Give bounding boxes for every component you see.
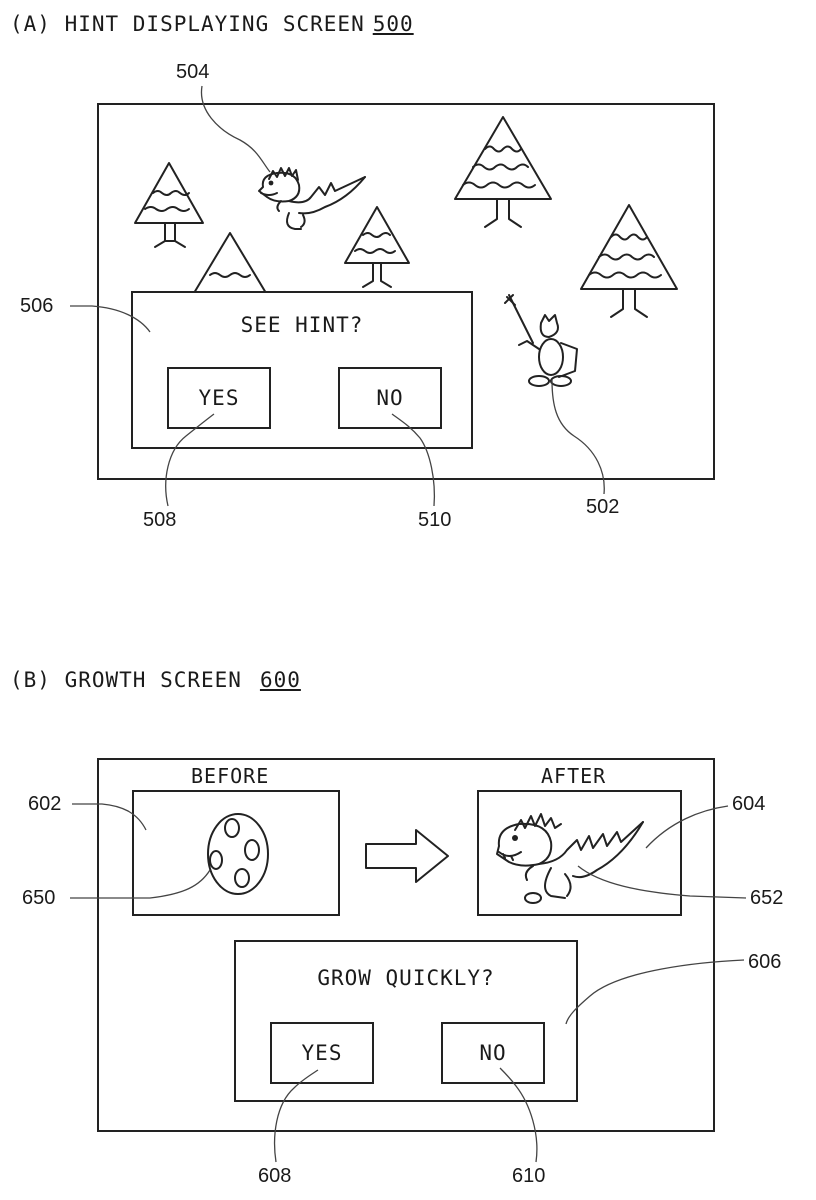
growth-screen: BEFORE AFTER GROW QUICKLY? YES NO	[97, 758, 715, 1132]
figure-b-ref: 600	[259, 668, 301, 692]
hint-displaying-screen: SEE HINT? YES NO	[97, 103, 715, 480]
ref-650: 650	[22, 887, 56, 909]
tree-icon	[454, 116, 552, 228]
hint-question: SEE HINT?	[240, 313, 364, 337]
before-panel	[132, 790, 340, 916]
monster-character-icon	[258, 167, 366, 230]
egg-icon	[207, 813, 269, 895]
hint-no-button[interactable]: NO	[338, 367, 442, 429]
hint-yes-button[interactable]: YES	[167, 367, 271, 429]
tree-icon	[344, 206, 410, 288]
ref-510: 510	[418, 509, 452, 531]
figure-b-title-text: (B) GROWTH SCREEN	[10, 668, 242, 692]
ref-502: 502	[586, 496, 620, 518]
ref-608: 608	[258, 1165, 292, 1187]
ref-604: 604	[732, 793, 766, 815]
grown-monster-icon	[496, 813, 644, 904]
figure-a-title-text: (A) HINT DISPLAYING SCREEN	[10, 12, 365, 36]
figure-b-title: (B) GROWTH SCREEN 600	[10, 668, 301, 692]
after-caption: AFTER	[541, 764, 607, 788]
ref-508: 508	[143, 509, 177, 531]
grow-dialog: GROW QUICKLY? YES NO	[234, 940, 578, 1102]
grow-question: GROW QUICKLY?	[317, 966, 495, 990]
tree-icon	[134, 162, 204, 248]
after-panel	[477, 790, 682, 916]
ref-606: 606	[748, 951, 782, 973]
right-arrow-icon	[365, 829, 449, 883]
ref-506: 506	[20, 295, 54, 317]
figure-a-title: (A) HINT DISPLAYING SCREEN 500	[10, 12, 414, 36]
player-character-icon	[504, 294, 578, 387]
ref-652: 652	[750, 887, 784, 909]
ref-610: 610	[512, 1165, 546, 1187]
ref-504: 504	[176, 61, 210, 83]
tree-icon	[580, 204, 678, 318]
grow-yes-button[interactable]: YES	[270, 1022, 374, 1084]
figure-a-ref: 500	[372, 12, 414, 36]
hint-dialog: SEE HINT? YES NO	[131, 291, 473, 449]
grow-no-button[interactable]: NO	[441, 1022, 545, 1084]
before-caption: BEFORE	[191, 764, 270, 788]
ref-602: 602	[28, 793, 62, 815]
